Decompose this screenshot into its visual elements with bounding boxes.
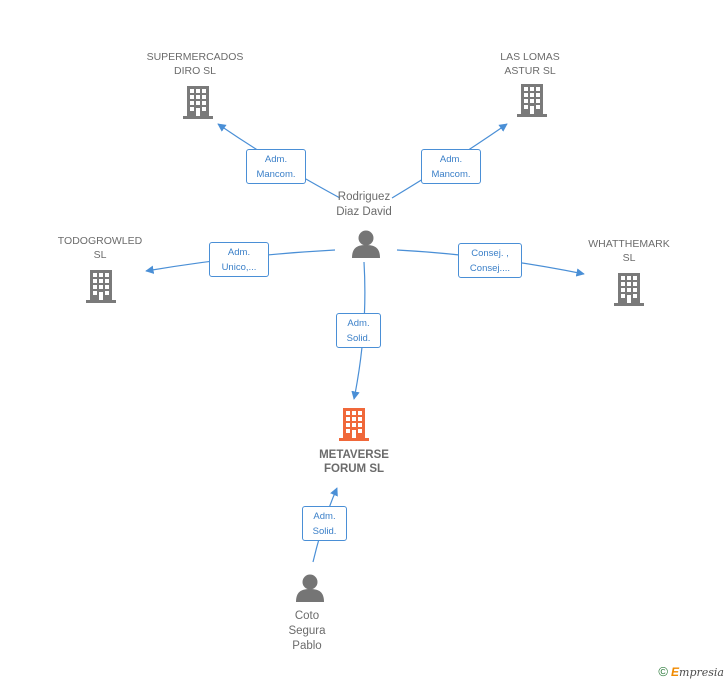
node-label-whatthemark[interactable]: WHATTHEMARK SL [569, 237, 689, 265]
edge-label-las-lomas[interactable]: Adm. Mancom. [421, 149, 481, 184]
label-line: SL [622, 252, 636, 264]
node-label-coto[interactable]: Coto Segura Pablo [267, 609, 347, 654]
edge-label-line: Adm. [227, 247, 251, 258]
building-icon-todogrowled[interactable] [86, 270, 116, 303]
edge-label-line: Adm. [313, 511, 336, 522]
edge-label-line: Unico,... [221, 262, 257, 273]
building-icon-metaverse[interactable] [339, 408, 369, 441]
building-icon-supermercados[interactable] [183, 86, 213, 119]
label-line: SUPERMERCADOS [146, 51, 244, 63]
copyright-icon: © [658, 664, 669, 679]
label-line: Diaz David [336, 206, 392, 218]
node-label-supermercados[interactable]: SUPERMERCADOS DIRO SL [130, 50, 260, 78]
label-line: DIRO SL [173, 65, 216, 77]
label-line: Coto [294, 610, 320, 622]
edge-label-line: Adm. [264, 154, 288, 165]
edge-label-line: Mancom. [256, 169, 296, 180]
label-line: LAS LOMAS [500, 51, 560, 63]
node-label-todogrowled[interactable]: TODOGROWLED SL [40, 234, 160, 262]
edge-label-rodriguez-metaverse[interactable]: Adm. Solid. [336, 313, 381, 348]
label-line: METAVERSE [319, 449, 389, 461]
edge-label-line: Solid. [346, 333, 371, 344]
brand-name: mpresia [679, 666, 724, 679]
node-label-las-lomas[interactable]: LAS LOMAS ASTUR SL [470, 50, 590, 78]
building-icon-las-lomas[interactable] [517, 84, 547, 117]
label-line: SL [93, 249, 107, 261]
edge-label-line: Adm. [439, 154, 463, 165]
edge-label-whatthemark[interactable]: Consej. , Consej.... [458, 243, 522, 278]
label-line: Rodriguez [337, 191, 391, 203]
node-label-metaverse[interactable]: METAVERSE FORUM SL [294, 448, 414, 476]
edge-label-line: Mancom. [431, 169, 471, 180]
label-line: Segura [288, 625, 326, 637]
label-line: TODOGROWLED [57, 235, 143, 247]
node-label-rodriguez[interactable]: Rodriguez Diaz David [314, 190, 414, 220]
empresia-watermark[interactable]: ©Empresia [658, 664, 724, 679]
label-line: WHATTHEMARK [588, 238, 670, 250]
edge-label-line: Adm. [347, 318, 370, 329]
building-icon-whatthemark[interactable] [614, 273, 644, 306]
person-icon-rodriguez[interactable] [352, 230, 380, 259]
edge-label-coto-metaverse[interactable]: Adm. Solid. [302, 506, 347, 541]
edge-label-line: Consej. , [471, 248, 509, 259]
edge-label-line: Solid. [312, 526, 337, 537]
label-line: Pablo [292, 640, 322, 652]
edge-label-supermercados[interactable]: Adm. Mancom. [246, 149, 306, 184]
brand-initial: E [671, 665, 680, 679]
edge-label-line: Consej.... [469, 263, 511, 274]
edge-label-todogrowled[interactable]: Adm. Unico,... [209, 242, 269, 277]
label-line: ASTUR SL [504, 65, 556, 77]
label-line: FORUM SL [323, 463, 385, 475]
person-icon-coto[interactable] [296, 574, 324, 603]
